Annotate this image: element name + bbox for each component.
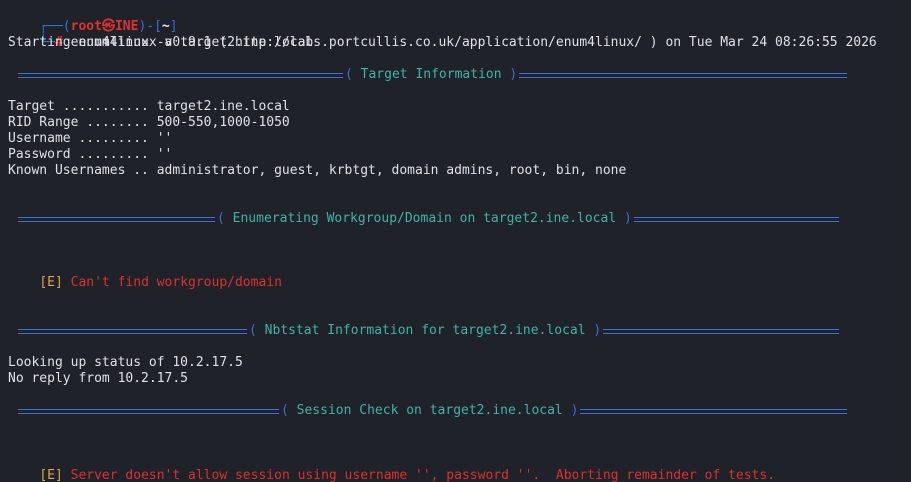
command-text[interactable]: enum4linux -a target2.ine.local [70,35,314,50]
prompt-at-icon: ㉿ [101,19,115,34]
separator-bar-right [633,216,839,222]
nbtstat-no-reply-line: No reply from 10.2.17.5 [8,371,189,386]
separator-bar-left [18,328,247,334]
error-workgroup-line: [E] Can't find workgroup/domain [8,259,282,290]
error-tag: [E] [39,468,63,482]
section-nbtstat: ( Nbtstat Information for target2.ine.lo… [18,323,839,339]
prompt-user: root [70,19,102,34]
prompt-host: INE [114,19,139,34]
separator-bar-right [603,328,839,334]
separator-bar-left [18,72,343,78]
separator-bar-left [18,408,279,414]
starting-line: Starting enum4linux v0.9.1 ( http://labs… [8,35,877,50]
prompt-corner-top: ┌──( [39,19,71,34]
section-title: Nbtstat Information for target2.ine.loca… [264,323,586,338]
section-title: Session Check on target2.ine.local [296,403,563,418]
prompt-end: ] [169,19,178,34]
prompt-corner-bottom: └─ [39,35,55,50]
error-session-line: [E] Server doesn't allow session using u… [8,452,775,482]
rid-range-line: RID Range ........ 500-550,1000-1050 [8,115,290,130]
section-target-information: ( Target Information ) [18,67,847,83]
section-workgroup: ( Enumerating Workgroup/Domain on target… [18,211,839,227]
error-message: Can't find workgroup/domain [70,275,282,290]
prompt-cwd: ~ [161,19,170,34]
known-usernames-line: Known Usernames .. administrator, guest,… [8,163,627,178]
section-title: Target Information [360,67,502,82]
prompt-mid: )-[ [138,19,162,34]
separator-bar-left [18,216,215,222]
section-title: Enumerating Workgroup/Domain on target2.… [232,211,617,226]
separator-bar-right [580,408,847,414]
section-session-check: ( Session Check on target2.ine.local ) [18,403,847,419]
error-message: Server doesn't allow session using usern… [70,468,776,482]
nbtstat-lookup-line: Looking up status of 10.2.17.5 [8,355,243,370]
prompt-header: ┌──(root㉿INE)-[~] [8,3,177,34]
password-line: Password ......... '' [8,147,173,162]
prompt-command-line[interactable]: └─# enum4linux -a target2.ine.local [8,19,313,50]
separator-bar-right [519,72,847,78]
prompt-hash: # [54,35,63,50]
error-tag: [E] [39,275,63,290]
target-line: Target ........... target2.ine.local [8,99,290,114]
username-line: Username ......... '' [8,131,173,146]
